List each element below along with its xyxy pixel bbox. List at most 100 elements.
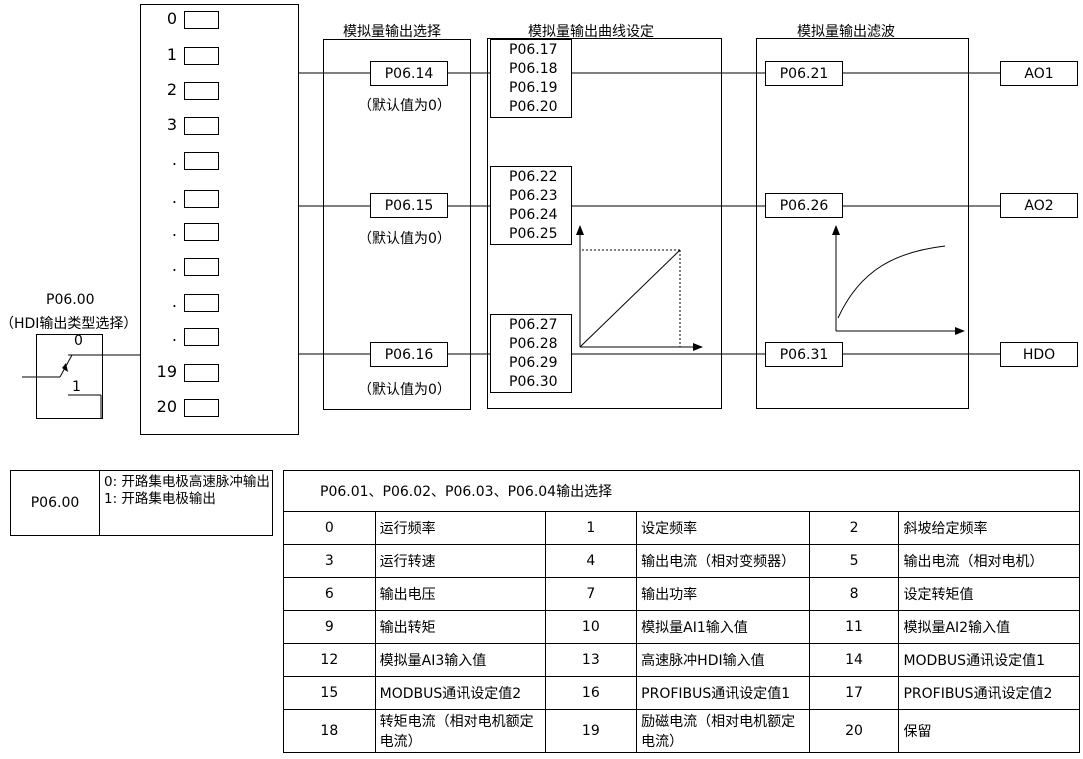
table-code-cell: 16 bbox=[544, 676, 638, 710]
table-desc-cell: 励磁电流（相对电机额定电流） bbox=[636, 709, 810, 753]
selector-item-label: . bbox=[171, 221, 177, 240]
table-desc-cell: 运行频率 bbox=[374, 511, 546, 545]
filter-section-title: 模拟量输出滤波 bbox=[797, 24, 895, 40]
default-note-3: （默认值为0） bbox=[358, 382, 451, 398]
connection-lines bbox=[22, 72, 1000, 418]
curve-param: P06.17 bbox=[509, 42, 558, 58]
selector-item-label: . bbox=[171, 292, 177, 311]
selector-item-box bbox=[184, 190, 219, 208]
curve-param: P06.25 bbox=[509, 226, 558, 242]
select-param-2: P06.15 bbox=[370, 193, 448, 218]
curve-param: P06.24 bbox=[509, 207, 558, 223]
hdi-type-label: （HDI输出类型选择） bbox=[0, 316, 138, 332]
table-code-cell: 1 bbox=[544, 511, 638, 545]
table-code-cell: 4 bbox=[544, 544, 638, 578]
selector-item-box bbox=[184, 364, 219, 382]
selector-item-label: 1 bbox=[166, 45, 177, 64]
linear-curve-graph bbox=[576, 225, 703, 351]
filter-curve-graph bbox=[832, 225, 965, 335]
selector-item-label: 20 bbox=[156, 397, 177, 416]
selector-item-box bbox=[184, 328, 219, 346]
curve-param-group-1: P06.17 P06.18 P06.19 P06.20 bbox=[490, 39, 572, 118]
curve-section-title: 模拟量输出曲线设定 bbox=[528, 24, 654, 40]
selector-item-box bbox=[184, 223, 219, 241]
curve-param: P06.22 bbox=[509, 169, 558, 185]
output-ao1: AO1 bbox=[1000, 61, 1078, 86]
table-desc-cell: 模拟量AI2输入值 bbox=[898, 610, 1080, 644]
hdi-switch-box bbox=[36, 334, 103, 419]
info-key: P06.00 bbox=[11, 471, 100, 535]
table-code-cell: 20 bbox=[808, 709, 900, 753]
selector-item-label: . bbox=[171, 256, 177, 275]
output-selector-block bbox=[140, 4, 299, 435]
table-desc-cell: 运行转速 bbox=[374, 544, 546, 578]
table-code-cell: 19 bbox=[544, 709, 638, 753]
info-value-line: 0: 开路集电极高速脉冲输出 bbox=[104, 474, 270, 490]
table-desc-cell: 保留 bbox=[898, 709, 1080, 753]
table-desc-cell: 设定频率 bbox=[636, 511, 810, 545]
table-code-cell: 2 bbox=[808, 511, 900, 545]
selector-item-box bbox=[184, 152, 219, 170]
filter-section-frame bbox=[756, 38, 969, 409]
curve-param: P06.29 bbox=[509, 355, 558, 371]
selector-item-label: 19 bbox=[156, 362, 177, 381]
table-code-cell: 7 bbox=[544, 577, 638, 611]
table-header: P06.01、P06.02、P06.03、P06.04输出选择 bbox=[283, 470, 1080, 512]
table-code-cell: 13 bbox=[544, 643, 638, 677]
curve-section-frame bbox=[487, 38, 722, 409]
selector-item-box bbox=[184, 11, 219, 29]
table-desc-cell: 斜坡给定频率 bbox=[898, 511, 1080, 545]
default-note-1: （默认值为0） bbox=[358, 98, 451, 114]
table-desc-cell: 输出电流（相对变频器） bbox=[636, 544, 810, 578]
select-param-3: P06.16 bbox=[370, 342, 448, 367]
table-desc-cell: 模拟量AI3输入值 bbox=[374, 643, 546, 677]
table-code-cell: 17 bbox=[808, 676, 900, 710]
selector-item-label: . bbox=[171, 150, 177, 169]
selector-item-label: 0 bbox=[166, 9, 177, 28]
table-desc-cell: MODBUS通讯设定值1 bbox=[898, 643, 1080, 677]
selector-item-box bbox=[184, 399, 219, 417]
selector-item-box bbox=[184, 294, 219, 312]
curve-param: P06.20 bbox=[509, 99, 558, 115]
table-desc-cell: PROFIBUS通讯设定值1 bbox=[636, 676, 810, 710]
filter-param-1: P06.21 bbox=[765, 61, 843, 86]
hdi-switch-pos0: 0 bbox=[74, 333, 83, 349]
filter-param-3: P06.31 bbox=[765, 342, 843, 367]
selector-item-label: . bbox=[171, 188, 177, 207]
selector-item-box bbox=[184, 47, 219, 65]
curve-param-group-3: P06.27 P06.28 P06.29 P06.30 bbox=[490, 314, 572, 393]
table-code-cell: 5 bbox=[808, 544, 900, 578]
table-code-cell: 0 bbox=[283, 511, 376, 545]
select-section-title: 模拟量输出选择 bbox=[343, 24, 441, 40]
info-value-line: 1: 开路集电极输出 bbox=[104, 491, 216, 507]
hdi-switch-pos1: 1 bbox=[72, 379, 81, 395]
table-desc-cell: 输出电流（相对电机） bbox=[898, 544, 1080, 578]
curve-param: P06.19 bbox=[509, 80, 558, 96]
curve-param-group-2: P06.22 P06.23 P06.24 P06.25 bbox=[490, 166, 572, 245]
table-code-cell: 18 bbox=[283, 709, 376, 753]
select-section-frame bbox=[323, 39, 471, 410]
table-desc-cell: MODBUS通讯设定值2 bbox=[374, 676, 546, 710]
table-desc-cell: 高速脉冲HDI输入值 bbox=[636, 643, 810, 677]
selector-item-box bbox=[184, 82, 219, 100]
table-code-cell: 14 bbox=[808, 643, 900, 677]
table-code-cell: 9 bbox=[283, 610, 376, 644]
hdi-param-label: P06.00 bbox=[46, 292, 95, 308]
table-code-cell: 8 bbox=[808, 577, 900, 611]
curve-param: P06.27 bbox=[509, 317, 558, 333]
selector-item-box bbox=[184, 117, 219, 135]
table-code-cell: 12 bbox=[283, 643, 376, 677]
table-code-cell: 10 bbox=[544, 610, 638, 644]
curve-param: P06.30 bbox=[509, 374, 558, 390]
table-code-cell: 15 bbox=[283, 676, 376, 710]
output-hdo: HDO bbox=[1000, 342, 1078, 367]
select-param-1: P06.14 bbox=[370, 61, 448, 86]
